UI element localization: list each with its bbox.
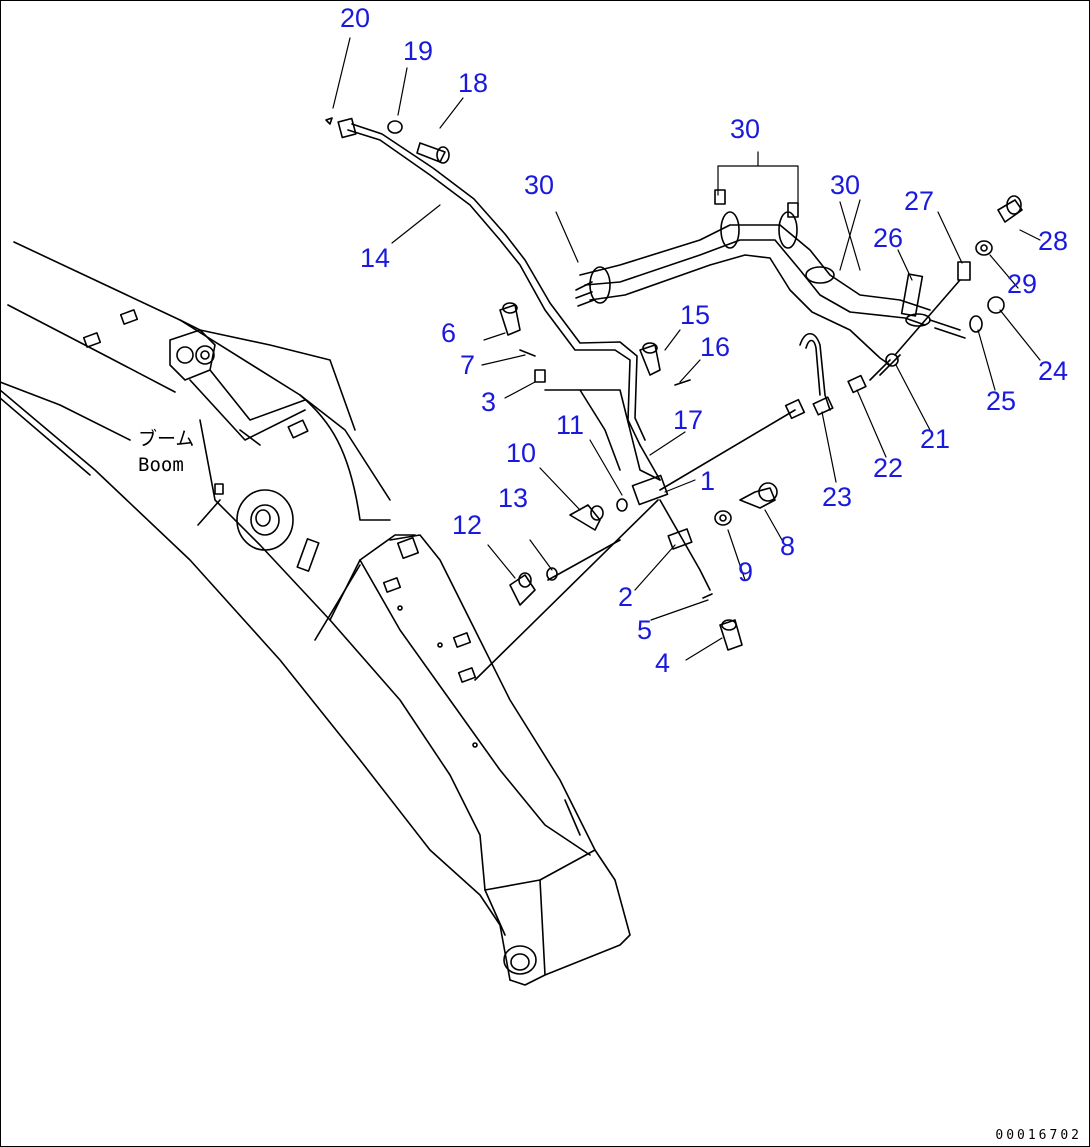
callout-13: 13 [498, 483, 529, 513]
hose-23 [474, 195, 1023, 681]
callout-22: 22 [873, 453, 904, 483]
callout-11: 11 [556, 410, 585, 440]
callout-5: 5 [637, 615, 653, 645]
callout-16: 16 [700, 332, 731, 362]
callout-9: 9 [738, 557, 754, 587]
boom-body [0, 241, 631, 986]
callout-7: 7 [460, 350, 476, 380]
callout-18: 18 [458, 68, 489, 98]
callout-2: 2 [618, 582, 634, 612]
callout-25: 25 [986, 386, 1017, 416]
callout-4: 4 [655, 648, 671, 678]
callout-29: 29 [1007, 269, 1038, 299]
callout-26: 26 [873, 223, 904, 253]
callout-30-right: 30 [830, 170, 861, 200]
callout-27: 27 [904, 186, 935, 216]
callout-8: 8 [780, 531, 796, 561]
callout-15: 15 [680, 300, 711, 330]
callout-19: 19 [403, 36, 434, 66]
drawing-number: 00016702 [995, 1128, 1082, 1143]
boom-label-jp: ブーム [138, 428, 195, 450]
callout-3: 3 [481, 387, 497, 417]
callout-28: 28 [1038, 226, 1069, 256]
hose-bundle-30 [575, 189, 966, 366]
callout-30-top: 30 [730, 114, 761, 144]
callout-24: 24 [1038, 356, 1069, 386]
callout-20: 20 [340, 3, 371, 33]
callout-1: 1 [700, 466, 716, 496]
boom-label-en: Boom [138, 454, 184, 476]
callout-12: 12 [452, 510, 483, 540]
leader-lines [332, 37, 1041, 661]
callout-14: 14 [360, 243, 391, 273]
callout-30-left: 30 [524, 170, 555, 200]
clamps-and-bolts [499, 302, 778, 651]
callout-10: 10 [506, 438, 537, 468]
callout-23: 23 [822, 482, 853, 512]
callout-17: 17 [673, 405, 704, 435]
callout-21: 21 [920, 424, 951, 454]
pipe-14 [325, 117, 646, 446]
callout-6: 6 [441, 318, 457, 348]
